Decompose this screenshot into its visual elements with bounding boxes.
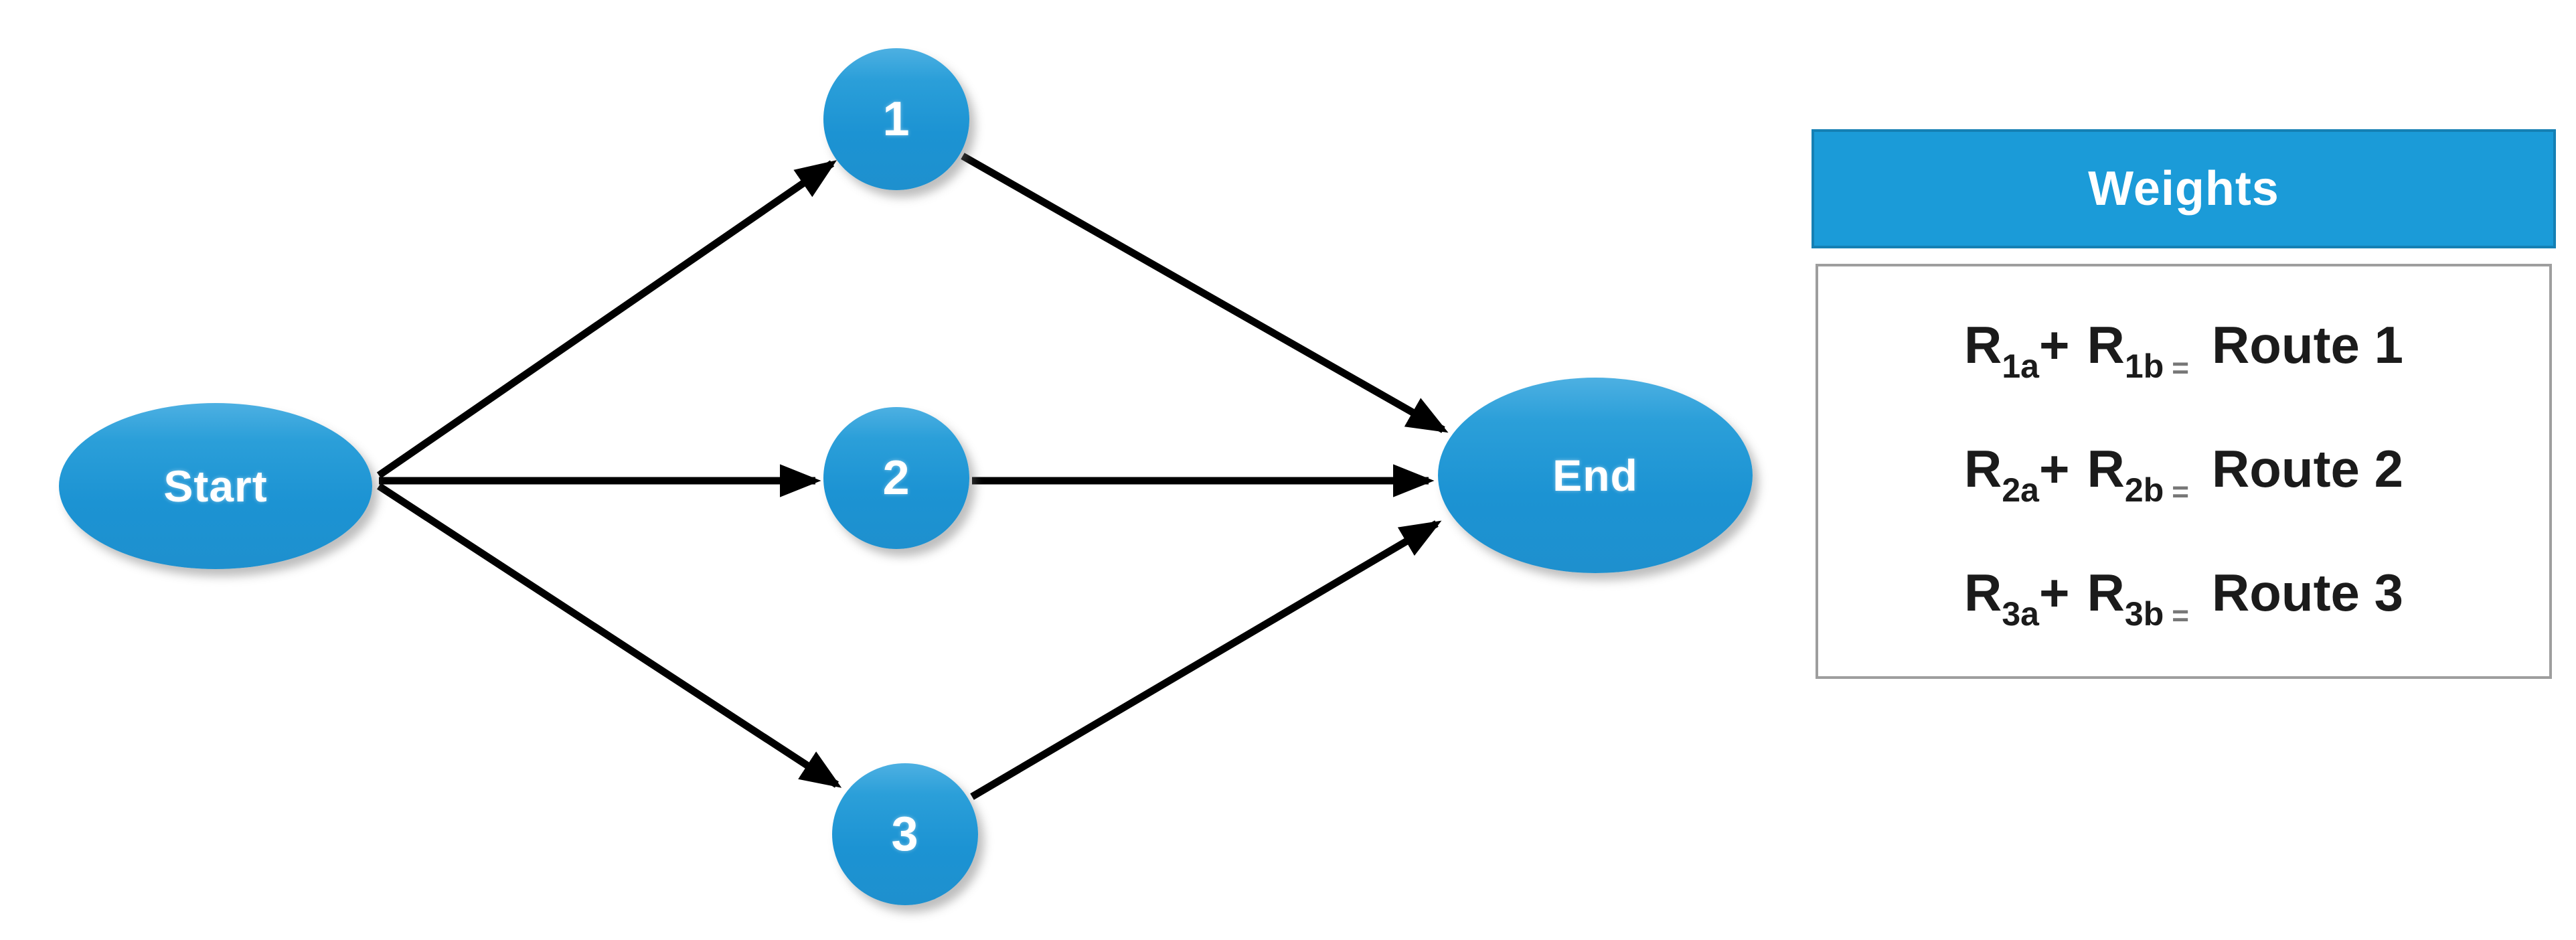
weights-legend-header: Weights — [1812, 129, 2556, 248]
node-2: 2 — [823, 407, 969, 549]
route3-sub2: 3b — [2124, 595, 2164, 633]
route2-term2: R — [2087, 439, 2125, 498]
weights-legend-body: R1a+R1b=Route 1 R2a+R2b=Route 2 R3a+R3b=… — [1816, 264, 2552, 679]
weights-row-route-3: R3a+R3b=Route 3 — [1818, 556, 2549, 632]
route2-plus: + — [2038, 439, 2070, 498]
node-2-label: 2 — [882, 451, 910, 505]
node-3-label: 3 — [891, 807, 919, 861]
route3-sub1: 3a — [2002, 595, 2039, 633]
edge-start-to-node1 — [376, 160, 837, 479]
route2-result: Route 2 — [2211, 439, 2403, 498]
edge-node3-to-end — [970, 520, 1442, 800]
route1-sub2: 1b — [2124, 347, 2164, 385]
node-end: End — [1438, 378, 1753, 573]
weights-row-route-2: R2a+R2b=Route 2 — [1818, 432, 2549, 508]
route3-result: Route 3 — [2211, 563, 2403, 622]
node-1: 1 — [823, 48, 969, 190]
weights-legend-title: Weights — [2088, 162, 2279, 216]
edge-start-to-node3 — [376, 483, 842, 788]
node-start-label: Start — [163, 461, 268, 511]
route2-sub2: 2b — [2124, 471, 2164, 509]
route1-equals: = — [2172, 351, 2189, 384]
route2-sub1: 2a — [2002, 471, 2039, 509]
route2-term1: R — [1964, 439, 2002, 498]
node-end-label: End — [1552, 451, 1638, 500]
node-3: 3 — [832, 763, 978, 905]
weights-row-route-1: R1a+R1b=Route 1 — [1818, 308, 2549, 385]
route3-equals: = — [2172, 599, 2189, 632]
route3-plus: + — [2038, 563, 2070, 622]
route3-term1: R — [1964, 563, 2002, 622]
route1-plus: + — [2038, 315, 2070, 374]
node-start: Start — [59, 403, 372, 569]
route1-term2: R — [2087, 315, 2125, 374]
edge-node1-to-end — [961, 153, 1449, 433]
route1-term1: R — [1964, 315, 2002, 374]
node-1-label: 1 — [882, 92, 910, 146]
route3-term2: R — [2087, 563, 2125, 622]
route2-equals: = — [2172, 475, 2189, 508]
route1-result: Route 1 — [2211, 315, 2403, 374]
route1-sub1: 1a — [2002, 347, 2039, 385]
